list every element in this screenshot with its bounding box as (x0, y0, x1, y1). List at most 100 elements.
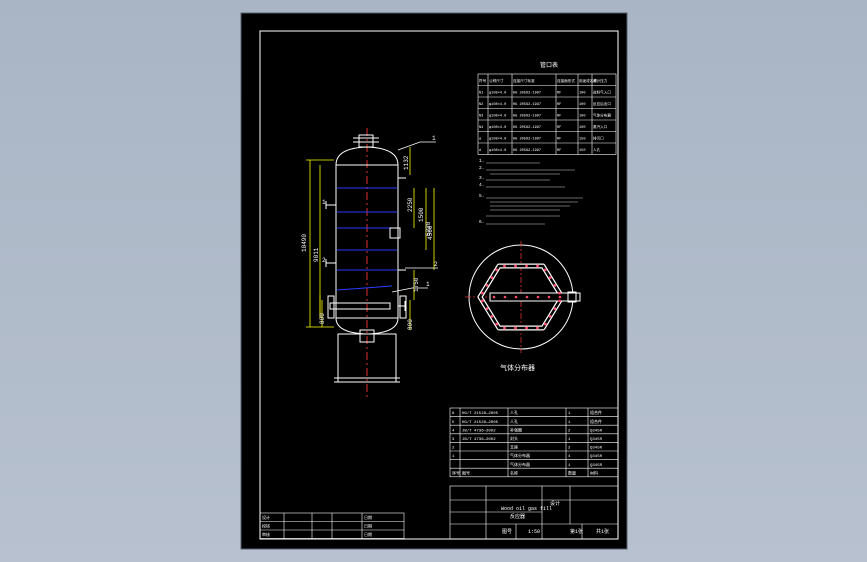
nozzle-table-border (477, 73, 617, 155)
distributor-hole (547, 295, 551, 299)
note-line: 2. (479, 165, 484, 171)
nozzle-table-cell: RF (557, 149, 561, 153)
bom-cell: HG/T 21528—2005 (462, 420, 499, 425)
nozzle-table-cell: φ108×4.0 (489, 91, 506, 96)
dimensions (306, 147, 435, 330)
bom-cell: 1 (568, 412, 571, 416)
distributor-hole (490, 314, 494, 318)
distributor-hole (558, 295, 562, 299)
distributor-hole (553, 283, 557, 287)
nozzle-table-cell: 反应后出口 (593, 101, 611, 107)
distributor-hole (558, 291, 562, 295)
bom-cell: 气体分布器 (510, 452, 530, 459)
note-line: 6. (479, 219, 484, 225)
nozzle-table-cell: HG 20592-1997 (513, 138, 541, 142)
dim-overall: 10490 (301, 234, 308, 252)
signature-cell: 日期 (364, 531, 372, 538)
bom-header: 序号 (452, 469, 460, 476)
nozzle-table-cell: N3 (479, 115, 483, 119)
nozzle-table-cell: HG 20592-1997 (513, 149, 541, 153)
distributor-hole (558, 299, 562, 303)
distributor-hole (503, 326, 506, 330)
support-left (327, 295, 335, 319)
nozzle-table-cell: φ108×4.0 (489, 102, 506, 107)
dim-d: 5220 (425, 221, 432, 236)
dim-shell: 9011 (313, 247, 320, 262)
bom-header: 名称 (510, 469, 518, 476)
distributor-hole (514, 264, 517, 268)
bom-cell: Q345R (590, 455, 603, 459)
dimension-texts: 10490 9011 1132 2250 1500 4500 5220 1750… (301, 155, 434, 330)
bom-cell: 1 (568, 438, 571, 442)
distributor-hole (548, 314, 552, 318)
nozzle-table-cell: 150 (579, 138, 585, 142)
distributor-hole (480, 291, 484, 295)
bom-cell: 4 (568, 455, 571, 459)
title-total: 共1张 (596, 528, 609, 535)
support-right (399, 295, 407, 319)
distributor-hole (492, 295, 496, 299)
distributor-plan: 气体分布器 (465, 241, 581, 372)
note-line: 3. (479, 175, 484, 181)
nozzle-table-cell: 蒸汽入口 (593, 124, 608, 130)
leader-label: 2 (434, 261, 438, 268)
dim-a: 2250 (407, 197, 414, 212)
bom-cell: 2 (568, 429, 571, 433)
nozzle-table-cell: 人孔 (593, 147, 601, 153)
dim-f: 800 (407, 319, 414, 330)
nozzle-table-cell: RF (557, 138, 561, 142)
bom-header: 数量 (568, 469, 576, 476)
drawing-frame (259, 30, 619, 540)
distributor-hole (536, 295, 540, 299)
nozzle-table-cell: RF (557, 92, 561, 96)
distributor-hole (536, 264, 539, 268)
dim-c: 4500 (427, 225, 434, 240)
tag-label: 2 (322, 257, 326, 264)
nozzle-table-cell: N4 (479, 126, 483, 130)
bom-cell: 人孔 (510, 409, 518, 416)
nozzle-table-title: 管口表 (540, 61, 558, 69)
bom-cell: JB/T 4736—2002 (462, 428, 496, 433)
bom-cell: 1 (452, 455, 455, 459)
distributor-hole (514, 295, 518, 299)
nozzle-table-header: 设计压力 (593, 78, 608, 84)
distributor-hole (503, 295, 507, 299)
bom-cell: 4 (452, 429, 455, 433)
bom-cell: 人孔 (510, 418, 518, 425)
bom-cell: JB/T 4736—2002 (462, 437, 496, 442)
nozzle-table-cell: RF (557, 103, 561, 107)
distributor-hole (490, 276, 494, 280)
nozzle-table-cell: HG 20592-1997 (513, 92, 541, 96)
nozzle-table-cell: 气体分布器 (593, 113, 611, 119)
nozzle-table-cell: RF (557, 126, 561, 130)
bom-cell: Q345R (590, 429, 603, 433)
nozzle-table-cell: φ108×4.0 (489, 148, 506, 153)
title-scale: 1:50 (528, 529, 540, 535)
bom-cell: 2 (568, 447, 571, 451)
vessel-elevation (325, 128, 407, 400)
nozzle-table-header: 连接面形式 (557, 78, 575, 84)
distributor-hole (485, 283, 489, 287)
nozzle-table-cell: RF (557, 115, 561, 119)
nozzle-table-cell: HG 20592-1997 (513, 126, 541, 130)
bom-cell: 支座 (510, 444, 518, 451)
nozzle-table-cell: d (479, 148, 481, 153)
distributor-hole (525, 264, 528, 268)
signature-cell: 日期 (364, 523, 372, 530)
bom-cell: 补强圈 (510, 426, 522, 433)
nozzle-table-cell: a (479, 138, 482, 142)
title-unit: 设计 (550, 500, 560, 507)
bom-header: 图号 (462, 469, 470, 476)
nozzle-table-cell: HG 20592-1997 (513, 115, 541, 119)
bom-cell: Q345R (590, 447, 603, 451)
nozzle-table-cell: HG 20592-1997 (513, 103, 541, 107)
bom-cell: 封头 (510, 435, 518, 442)
bom-header: 材料 (590, 469, 598, 476)
distributor-hole (536, 326, 539, 330)
signature-block: 设计日期校核日期审核日期 (259, 512, 405, 539)
nozzle-table-header: 公称尺寸 (489, 78, 504, 84)
nozzle-table-header: 连接尺寸标准 (513, 78, 535, 84)
leaders (391, 141, 438, 293)
